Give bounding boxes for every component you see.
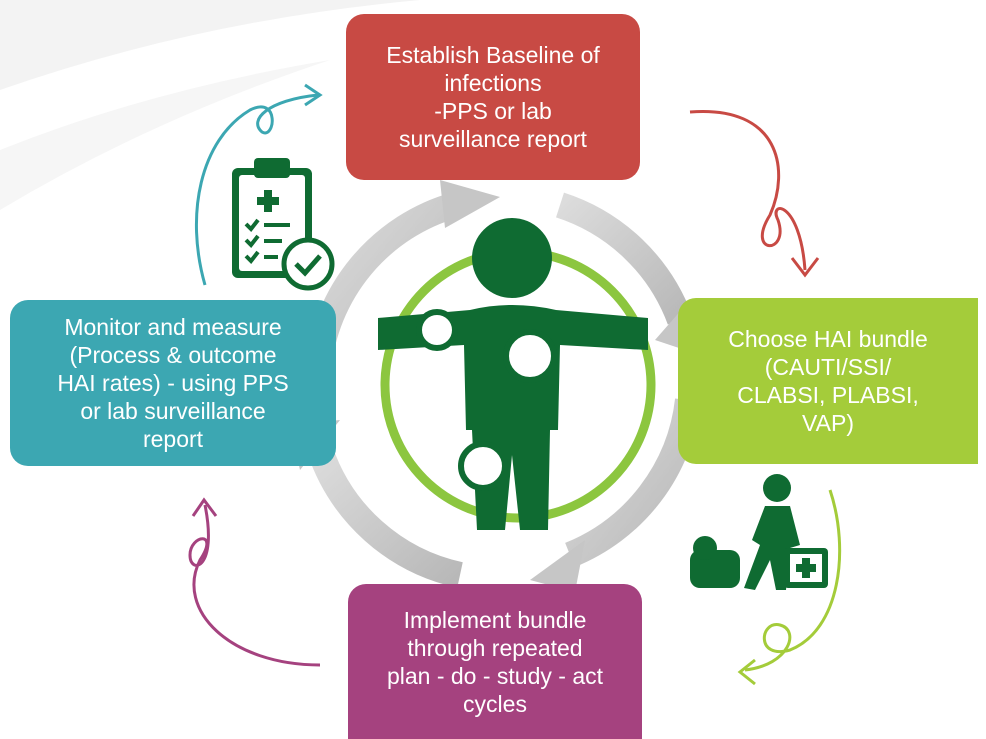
step-choose-bundle: Choose HAI bundle (CAUTI/SSI/ CLABSI, PL… [678,298,978,464]
step-line: surveillance report [399,126,587,152]
step-line: VAP) [802,410,854,436]
step-line: (Process & outcome [69,342,277,368]
step-line: plan - do - study - act [386,662,604,689]
step-line: Choose HAI bundle [728,326,928,352]
step-monitor-measure: Monitor and measure (Process & outcome H… [10,300,336,466]
step-line: cycles [463,690,527,717]
step-line: Monitor and measure [64,314,282,340]
step-line: infections [444,70,542,96]
step-line: -PPS or lab [434,98,552,124]
step-line: through repeated [407,634,583,661]
step-line: HAI rates) - using PPS [57,370,289,396]
step-implement-bundle: Implement bundle through repeated plan -… [348,584,642,739]
step-line: (CAUTI/SSI/ [764,354,892,380]
step-line: CLABSI, PLABSI, [737,382,919,408]
step-line: or lab surveillance [80,398,266,424]
step-line: Implement bundle [403,606,587,633]
step-establish-baseline: Establish Baseline of infections -PPS or… [346,14,640,180]
step-line: Establish Baseline of [386,42,600,68]
step-line: report [142,426,204,452]
